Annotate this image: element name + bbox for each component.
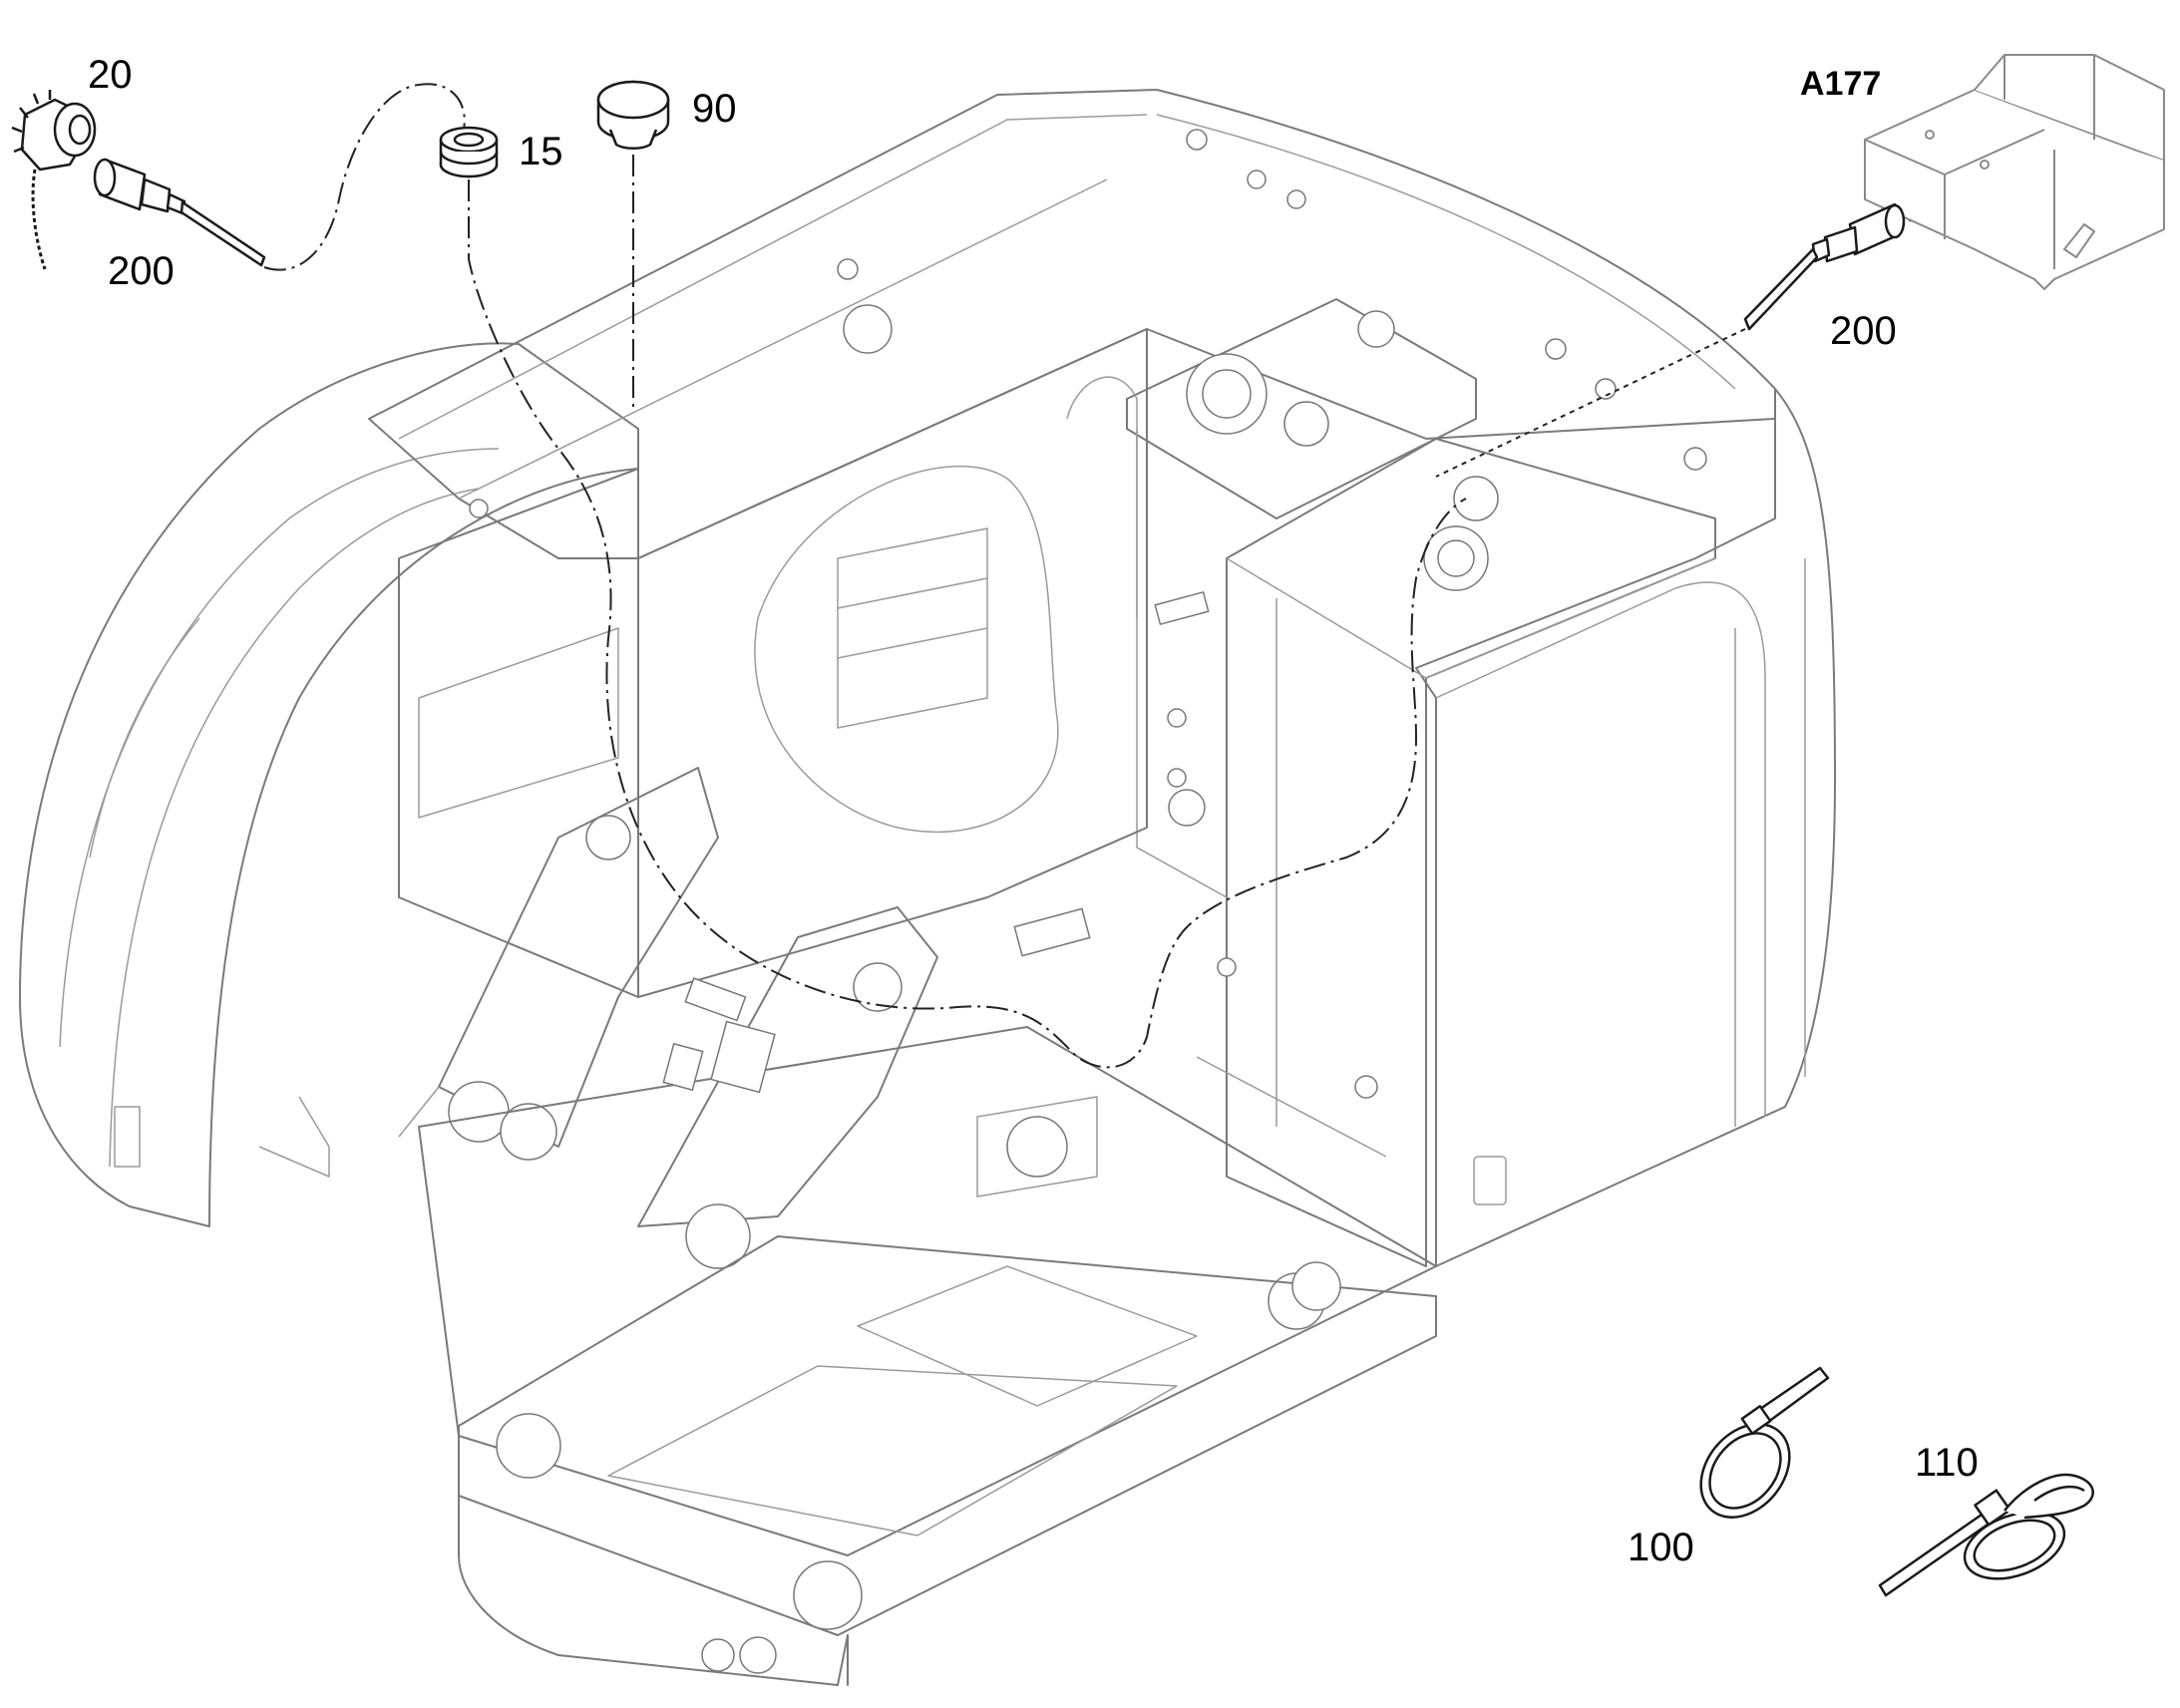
- leader-200-right: [1435, 328, 1746, 478]
- part-20-dust-cap: [11, 90, 97, 270]
- callout-110: 110: [1915, 1441, 1979, 1485]
- boom-bracket-right: [637, 906, 938, 1227]
- hose-route-left: [263, 83, 466, 271]
- callout-20: 20: [88, 53, 133, 97]
- part-200-sensor-right: [1743, 202, 1906, 331]
- leader-15: [468, 179, 1467, 1069]
- callout-a177: A177: [1800, 65, 1881, 103]
- left-hood-shell: [19, 342, 639, 1227]
- callout-200-right: 200: [1830, 309, 1897, 353]
- callout-90: 90: [692, 87, 737, 131]
- part-a177-bracket: [1864, 54, 2165, 290]
- right-side-cover: [1415, 388, 1836, 1267]
- part-100-cable-tie: [1699, 1366, 1830, 1519]
- lower-base-plate: [418, 1026, 1437, 1556]
- part-200-sensor-left: [93, 158, 266, 267]
- callout-100: 100: [1628, 1526, 1694, 1569]
- machine-frame: [19, 89, 1836, 1686]
- frame-cutout: [754, 465, 1059, 834]
- center-frame-wall: [637, 328, 1148, 998]
- cap-chain: [31, 169, 47, 270]
- callout-200-left: 200: [108, 249, 175, 293]
- part-15-grommet: [439, 126, 499, 178]
- part-110-clamp-tie: [1878, 1473, 2094, 1597]
- hydraulic-tank: [1126, 298, 1477, 519]
- boom-bracket-left: [438, 767, 719, 1148]
- top-cover: [368, 89, 1776, 559]
- part-90-plug: [596, 80, 670, 151]
- callout-15: 15: [519, 130, 563, 173]
